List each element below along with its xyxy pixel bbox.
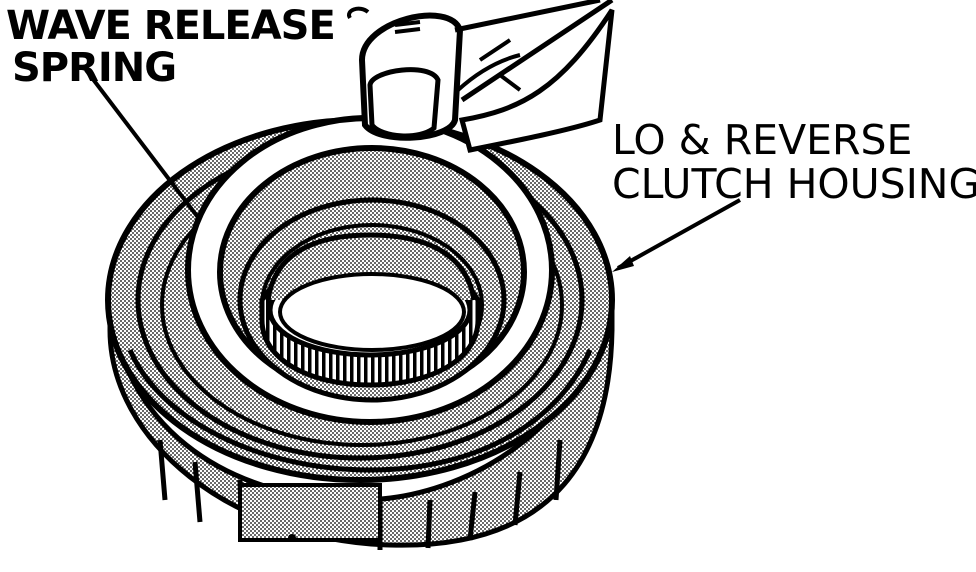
label-lo-reverse-line2: CLUTCH HOUSING (612, 160, 976, 208)
label-wave-release-spring-line1: WAVE RELEASE (6, 3, 336, 49)
arrowhead-icon (612, 256, 634, 272)
inner-hub (237, 197, 507, 403)
leader-lo-reverse-clutch-housing (617, 198, 741, 270)
leader-lines (84, 68, 741, 272)
label-wave-release-spring-line2: SPRING (12, 45, 177, 91)
leader-wave-release-spring (84, 68, 202, 222)
hand-finger (347, 0, 615, 153)
housing-side-wall (107, 299, 615, 550)
label-lo-reverse-line1: LO & REVERSE (612, 116, 913, 164)
